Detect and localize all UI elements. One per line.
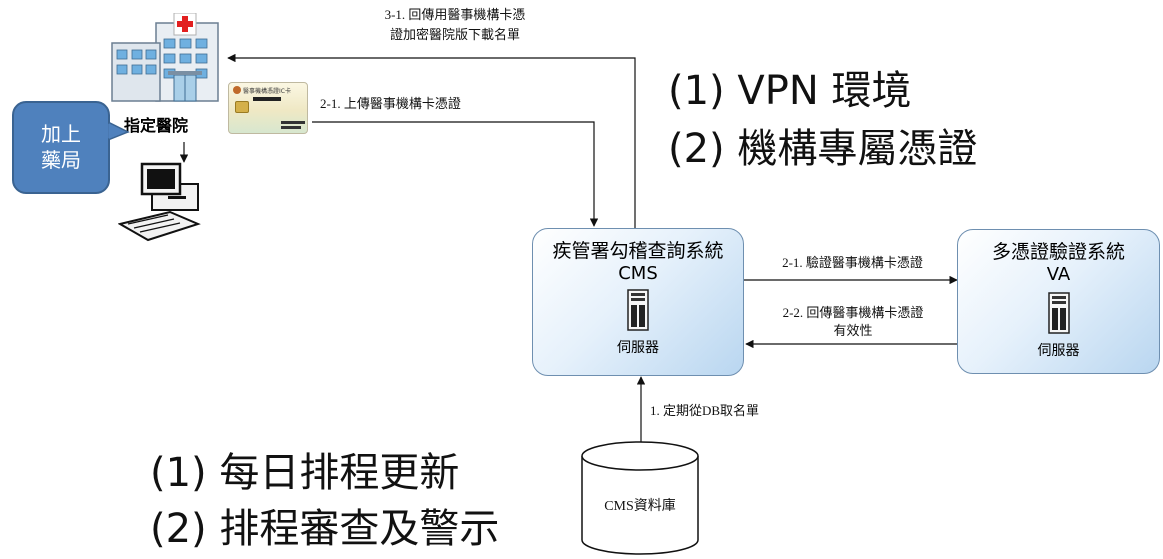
label-fetch-list: 1. 定期從DB取名單 [650,403,760,418]
label-return-valid-line-1: 2-2. 回傳醫事機構卡憑證 [782,305,924,320]
notes-bottom-line-1: (1) 每日排程更新 [150,450,460,496]
label-return-list: 3-1. 回傳用醫事機構卡憑 證加密醫院版下載名單 [350,6,560,44]
arrow-upload-cert [312,121,599,227]
notes-top-line-1: (1) VPN 環境 [668,68,912,114]
label-return-valid-line-2: 有效性 [833,323,873,338]
label-return-valid: 2-2. 回傳醫事機構卡憑證 有效性 [748,304,958,340]
ic-card-title: 醫事機構憑證IC卡 [243,88,291,95]
va-server-icon [1047,292,1070,334]
va-footer: 伺服器 [1037,343,1080,359]
cms-footer: 伺服器 [617,340,659,356]
ic-card-emblem-icon [233,86,241,94]
arrow-return-list [227,53,636,228]
label-verify-cert: 2-1. 驗證醫事機構卡憑證 [782,255,923,270]
hospital-label: 指定醫院 [124,116,189,135]
ic-card: 醫事機構憑證IC卡 [228,82,308,134]
label-upload-cert: 2-1. 上傳醫事機構卡憑證 [320,96,461,111]
label-return-list-line-1: 3-1. 回傳用醫事機構卡憑 [384,7,526,22]
callout-line-2: 藥局 [41,148,81,172]
callout-pharmacy: 加上 藥局 [12,101,110,194]
cms-title: 疾管署勾稽查詢系統 [552,240,724,262]
computer-icon [117,162,218,246]
callout-pointer [108,121,130,141]
ic-card-stripe [253,97,281,101]
va-server-box: 多憑證驗證系統 VA 伺服器 [957,229,1160,374]
notes-top-line-2: (2) 機構專屬憑證 [668,126,978,172]
hospital-icon [108,12,228,103]
cms-subtitle: CMS [618,263,658,284]
ic-card-chip-icon [235,101,249,113]
cms-server-icon [627,289,649,331]
ic-card-stripe [281,121,305,124]
database-label: CMS資料庫 [604,499,676,514]
cms-server-box: 疾管署勾稽查詢系統 CMS 伺服器 [532,228,744,376]
notes-bottom-line-2: (2) 排程審查及警示 [150,506,500,552]
label-return-list-line-2: 證加密醫院版下載名單 [389,27,520,42]
database-icon [581,441,699,555]
ic-card-stripe [281,126,301,129]
va-subtitle: VA [1046,264,1071,285]
va-title: 多憑證驗證系統 [991,241,1125,263]
callout-line-1: 加上 [41,122,81,146]
